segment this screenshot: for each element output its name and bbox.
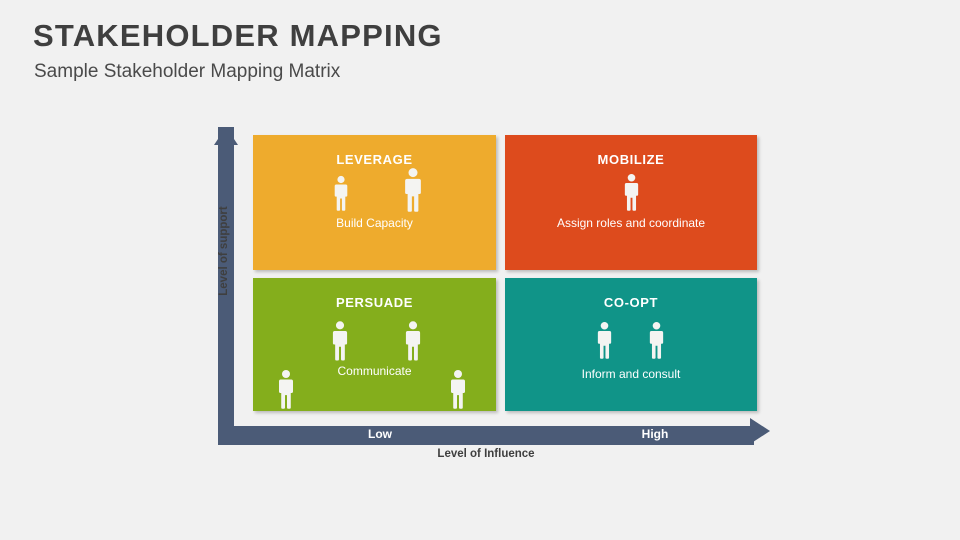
quadrant-caption-leverage: Build Capacity [336,216,413,230]
y-axis-arrow-icon [214,127,238,145]
x-axis-tick-high: High [641,427,669,441]
x-axis-arrow-icon [750,418,770,444]
person-icon [449,369,467,409]
quadrant-title-leverage: LEVERAGE [336,152,413,167]
y-axis-bar [218,127,234,445]
person-icon [403,167,423,212]
person-icon [648,321,665,359]
quadrant-title-persuade: PERSUADE [335,295,414,310]
person-icon [277,369,295,409]
page-subtitle: Sample Stakeholder Mapping Matrix [34,61,341,82]
person-icon [596,321,613,359]
quadrant-caption-persuade: Communicate [337,364,412,378]
quadrant-title-coopt: CO-OPT [603,295,659,310]
person-icon [333,175,349,211]
quadrant-mobilize[interactable]: MOBILIZE Assign roles and coordinate [505,135,757,270]
person-icon [404,320,422,361]
person-icon [623,173,640,211]
stakeholder-matrix: LEVERAGE Build Capacity MOBILIZE Assign … [253,135,757,411]
quadrant-title-mobilize: MOBILIZE [597,152,665,167]
x-axis-tick-low: Low [368,427,392,441]
x-axis-bar [218,426,754,445]
person-icon [331,320,349,361]
quadrant-caption-coopt: Inform and consult [581,367,681,381]
x-axis-label: Level of Influence [437,448,535,460]
y-axis-label: Level of support [218,206,230,296]
page-title: STAKEHOLDER MAPPING [33,18,443,53]
quadrant-persuade[interactable]: PERSUADE Communicate [253,278,496,411]
quadrant-coopt[interactable]: CO-OPT Inform and consult [505,278,757,411]
quadrant-caption-mobilize: Assign roles and coordinate [556,216,706,230]
quadrant-leverage[interactable]: LEVERAGE Build Capacity [253,135,496,270]
